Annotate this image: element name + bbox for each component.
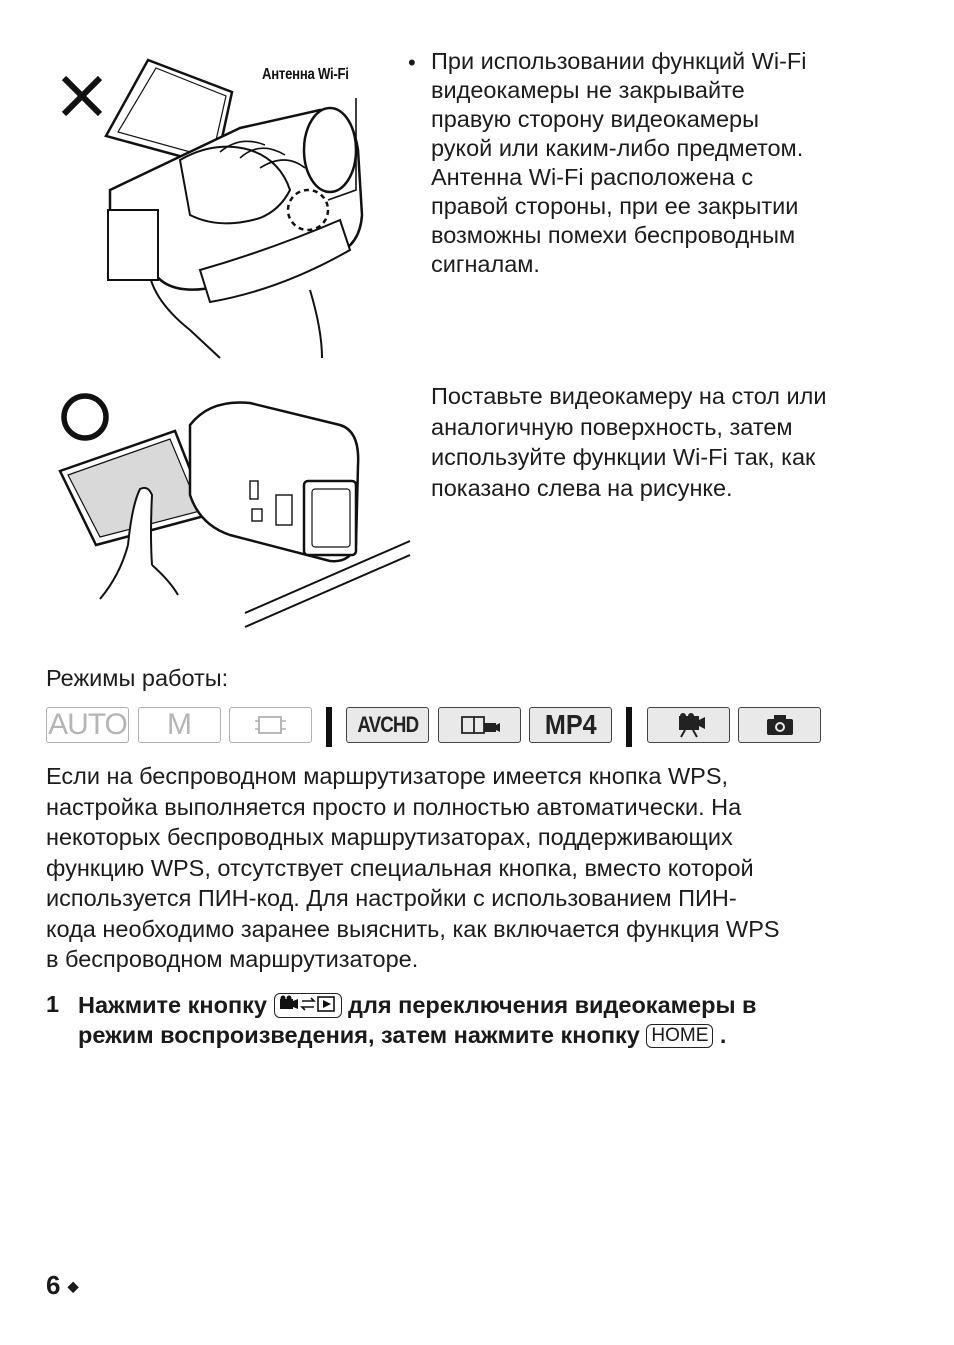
antenna-label: Антенна Wi-Fi	[262, 66, 349, 83]
text-line: Если на беспроводном маршрутизаторе имее…	[46, 763, 729, 789]
text-line: используется ПИН-код. Для настройки с ис…	[46, 885, 737, 911]
circle-mark-icon	[61, 393, 109, 441]
text-line: Антенна Wi-Fi расположена с	[431, 164, 754, 190]
text-line: аналогичную поверхность, затем	[431, 413, 793, 440]
bullet-paragraph: При использовании функций Wi-Fi видеокам…	[431, 47, 891, 279]
mode-separator	[326, 707, 332, 747]
home-button-icon: HOME	[646, 1024, 714, 1048]
text-line: возможны помехи беспроводным	[431, 222, 796, 248]
mode-auto: AUTO	[46, 707, 129, 743]
mode-manual: M	[138, 707, 221, 743]
mode-mp4: MP4	[529, 707, 612, 743]
page-number: 6 ◆	[46, 1270, 78, 1301]
step-line-2: режим воспроизведения, затем нажмите кно…	[78, 1020, 898, 1050]
mode-avchd: AVCHD	[346, 707, 429, 743]
cross-mark-icon	[61, 75, 103, 117]
step-number: 1	[46, 991, 60, 1017]
step-text-part: режим воспроизведения, затем нажмите кно…	[78, 1022, 640, 1048]
text-line: функцию WPS, отсутствует специальная кно…	[46, 854, 754, 881]
mode-auto-label: AUTO	[48, 708, 128, 741]
step-line-1: Нажмите кнопку для переключения видеокам…	[78, 990, 898, 1020]
text-line: правой стороны, при ее закрытии	[431, 193, 799, 219]
photo-playback-icon	[738, 707, 821, 743]
table-instruction-paragraph: Поставьте видеокамеру на стол или аналог…	[431, 381, 911, 503]
diamond-icon: ◆	[67, 1278, 79, 1294]
text-line: видеокамеры не закрывайте	[431, 77, 745, 103]
step-text-part: для переключения видеокамеры в	[348, 992, 757, 1018]
text-line: используйте функции Wi-Fi так, как	[431, 444, 816, 470]
page-number-value: 6	[46, 1270, 61, 1300]
mode-separator	[626, 707, 632, 747]
wps-description-paragraph: Если на беспроводном маршрутизаторе имее…	[46, 761, 916, 975]
text-line: рукой или каким-либо предметом.	[431, 135, 804, 161]
text-line: в беспроводном маршрутизаторе.	[46, 946, 419, 972]
modes-label: Режимы работы:	[46, 665, 229, 691]
bullet-marker: •	[408, 50, 416, 75]
camcorder-held-illustration	[61, 58, 364, 359]
step-text-part: .	[719, 1022, 727, 1048]
text-line: сигналам.	[431, 251, 540, 277]
mode-avchd-label: AVCHD	[357, 712, 419, 737]
text-line: настройка выполняется просто и полностью…	[46, 793, 742, 820]
text-line: правую сторону видеокамеры	[431, 106, 759, 132]
camcorder-on-table-illustration	[58, 393, 411, 628]
text-line: При использовании функций Wi-Fi	[431, 48, 807, 74]
mode-manual-label: M	[167, 708, 192, 741]
text-line: некоторых беспроводных маршрутизаторах, …	[46, 824, 733, 850]
text-line: кода необходимо заранее выяснить, как вк…	[46, 915, 780, 942]
camera-play-toggle-icon	[273, 993, 342, 1018]
cinema-mode-icon	[229, 707, 312, 743]
step-instruction: Нажмите кнопку для переключения видеокам…	[78, 990, 898, 1050]
text-line: показано слева на рисунке.	[431, 474, 733, 501]
mode-mp4-label: MP4	[544, 709, 597, 740]
playlist-icon	[438, 707, 521, 743]
text-line: Поставьте видеокамеру на стол или	[431, 383, 827, 409]
movie-playback-icon	[647, 707, 730, 743]
step-text-part: Нажмите кнопку	[78, 992, 267, 1018]
